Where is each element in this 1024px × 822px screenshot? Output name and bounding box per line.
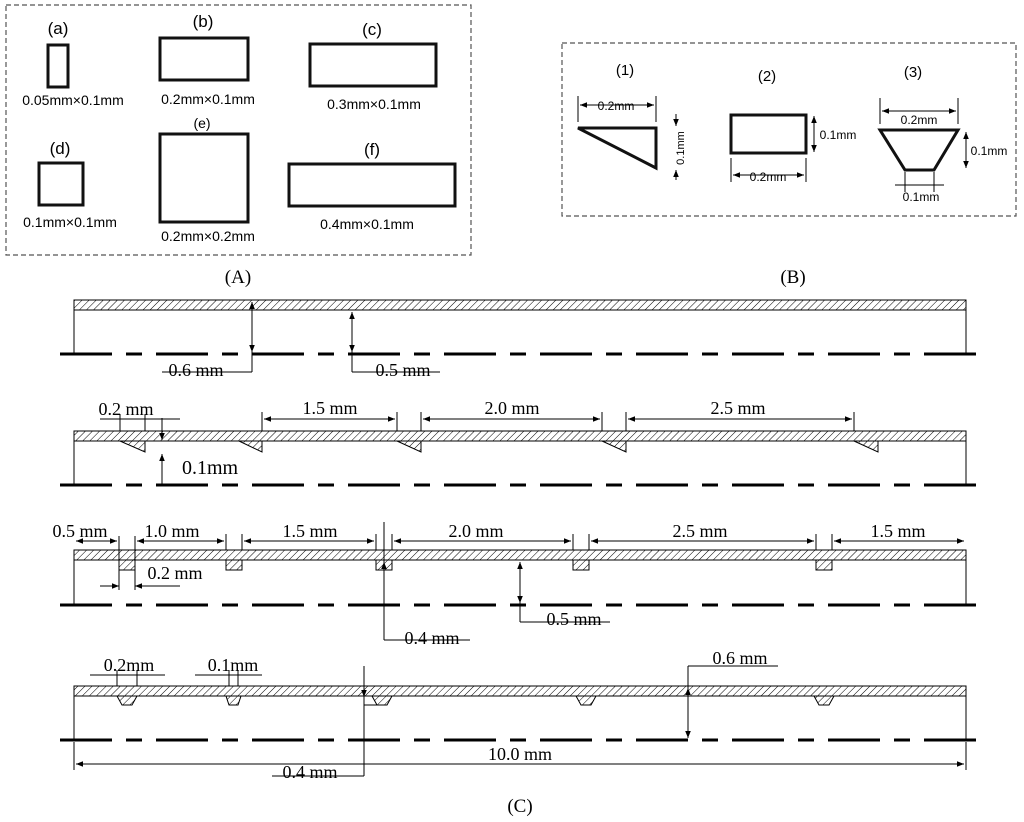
rib — [225, 695, 242, 706]
spacing-2-label: 1.5 mm — [282, 521, 337, 541]
rib — [118, 559, 136, 571]
spacing-1-label: 1.0 mm — [144, 521, 199, 541]
rib — [572, 559, 590, 571]
cross-section-b-dims: 0.2mm×0.1mm — [161, 91, 255, 107]
spacing-2-label: 2.0 mm — [484, 398, 539, 418]
cross-section-b — [158, 36, 250, 82]
cross-section-f-letter: (f) — [364, 140, 380, 159]
tube-trapezoidal-ribs: 0.2mm 0.1mm 0.4 mm 0.6 mm 10.0 mm — [60, 648, 985, 782]
rib-depth-label: 0.1mm — [182, 457, 239, 479]
panel-c: 0.6 mm 0.5 mm 0.2 mm 0.1mm — [52, 299, 985, 817]
panel-a-label: (A) — [225, 267, 251, 288]
rib — [815, 559, 833, 571]
rib — [575, 695, 597, 706]
cross-section-f-dims: 0.4mm×0.1mm — [320, 216, 414, 232]
spacing-3-label: 2.0 mm — [448, 521, 503, 541]
shape-1-width: 0.2mm — [598, 99, 635, 113]
cross-section-c-letter: (c) — [362, 20, 382, 39]
shape-2-number: (2) — [758, 68, 776, 85]
spacing-3-label: 2.5 mm — [710, 398, 765, 418]
shape-3-bottom: 0.1mm — [903, 190, 940, 204]
rib — [396, 440, 422, 453]
shape-2-height: 0.1mm — [820, 128, 857, 142]
inner-radius-label: 0.5 mm — [375, 360, 430, 380]
cross-section-e — [158, 132, 250, 224]
cross-section-d-letter: (d) — [50, 139, 71, 158]
cross-section-e-dims: 0.2mm×0.2mm — [161, 228, 255, 244]
rib — [371, 695, 393, 706]
panel-b-frame — [561, 42, 1017, 217]
spacing-1-label: 1.5 mm — [302, 398, 357, 418]
rib — [116, 695, 138, 706]
tube-smooth: 0.6 mm 0.5 mm — [60, 299, 985, 380]
shape-2-rect — [729, 113, 808, 155]
shape-1-height: 0.1mm — [675, 131, 687, 165]
radius-label: 0.5 mm — [546, 609, 601, 629]
shape-1-number: (1) — [616, 62, 634, 79]
tube-wall — [73, 299, 967, 311]
cross-section-b-letter: (b) — [193, 12, 214, 31]
cross-section-e-letter: (e) — [193, 115, 210, 131]
panel-c-label: (C) — [507, 796, 532, 817]
rib — [813, 695, 835, 706]
cross-section-a — [46, 43, 70, 89]
start-offset-label: 0.5 mm — [52, 521, 107, 541]
cross-section-a-dims: 0.05mm×0.1mm — [22, 92, 124, 108]
rib-width-label: 0.2 mm — [147, 563, 202, 583]
rib — [853, 440, 879, 453]
rib-top-label: 0.2mm — [104, 655, 155, 675]
panel-a-frame — [5, 4, 472, 256]
tube-wall — [73, 549, 967, 561]
shape-3-number: (3) — [904, 64, 922, 81]
shape-2-width: 0.2mm — [750, 170, 787, 184]
cross-section-d — [37, 161, 85, 207]
tube-rectangular-ribs: 0.5 mm 0.2 mm 1.0 mm 1.5 mm 0.4 mm 2.0 m… — [52, 521, 985, 648]
tube-triangular-ribs: 0.2 mm 0.1mm 1.5 mm 2.0 mm 2.5 mm — [60, 398, 985, 487]
panel-b-label: (B) — [780, 267, 805, 288]
rib — [225, 559, 243, 571]
outer-radius-label: 0.6 mm — [168, 360, 223, 380]
rib — [119, 440, 146, 453]
tube-wall — [73, 430, 967, 442]
shape-3-top: 0.2mm — [901, 113, 938, 127]
spacing-5-label: 1.5 mm — [870, 521, 925, 541]
shape-3-trapezoid — [877, 128, 961, 172]
offset-label: 0.4 mm — [404, 628, 459, 648]
cross-section-c — [308, 42, 438, 88]
shape-1-triangle — [577, 126, 658, 171]
cross-section-a-letter: (a) — [48, 19, 69, 38]
cross-section-d-dims: 0.1mm×0.1mm — [23, 214, 117, 230]
panel-a: (a) 0.05mm×0.1mm (b) 0.2mm×0.1mm (c) 0.3… — [5, 4, 472, 288]
cross-section-f — [287, 162, 457, 208]
tube-wall — [73, 685, 967, 697]
length-label: 10.0 mm — [488, 744, 552, 764]
panel-b: (1) 0.2mm 0.1mm (2) 0.1mm 0.2mm (3) 0.2m… — [561, 42, 1017, 288]
rib — [601, 440, 627, 453]
offset-label: 0.4 mm — [282, 762, 337, 782]
rib-bottom-label: 0.1mm — [208, 655, 259, 675]
spacing-4-label: 2.5 mm — [672, 521, 727, 541]
cross-section-c-dims: 0.3mm×0.1mm — [327, 96, 421, 112]
rib-width-label: 0.2 mm — [98, 399, 153, 419]
radius-label: 0.6 mm — [712, 648, 767, 668]
rib — [238, 440, 263, 453]
shape-3-height: 0.1mm — [971, 144, 1008, 158]
